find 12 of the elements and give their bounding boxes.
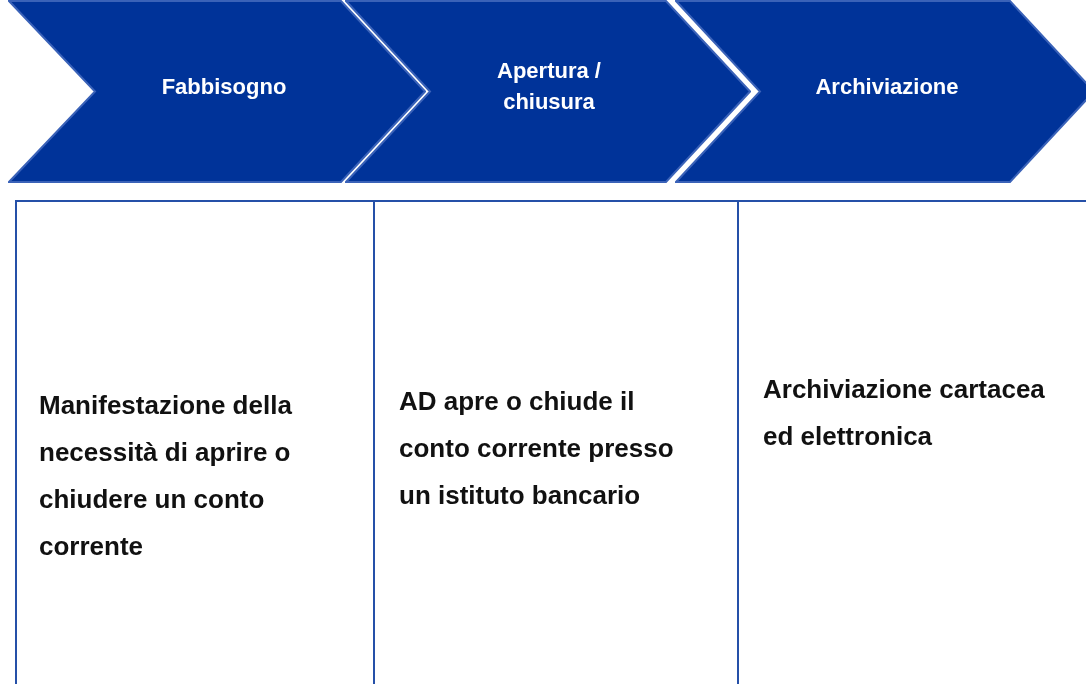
chevron-step — [8, 0, 426, 183]
step-label: Fabbisogno — [160, 72, 288, 101]
step-description: Archiviazione cartacea ed elettronica — [763, 373, 1046, 453]
table-column — [15, 200, 373, 684]
step-label: Archiviazione — [814, 72, 960, 101]
table-column — [737, 200, 1086, 684]
table-column — [373, 200, 737, 684]
chevron-step — [345, 0, 751, 183]
step-description: AD apre o chiude il conto corrente presso un istituto bancario — [399, 385, 675, 512]
step-label: Apertura / chiusura — [496, 57, 602, 116]
chevron-step — [675, 0, 1086, 183]
step-description: Manifestazione della necessità di aprire o chiudere un conto corrente — [39, 389, 293, 563]
